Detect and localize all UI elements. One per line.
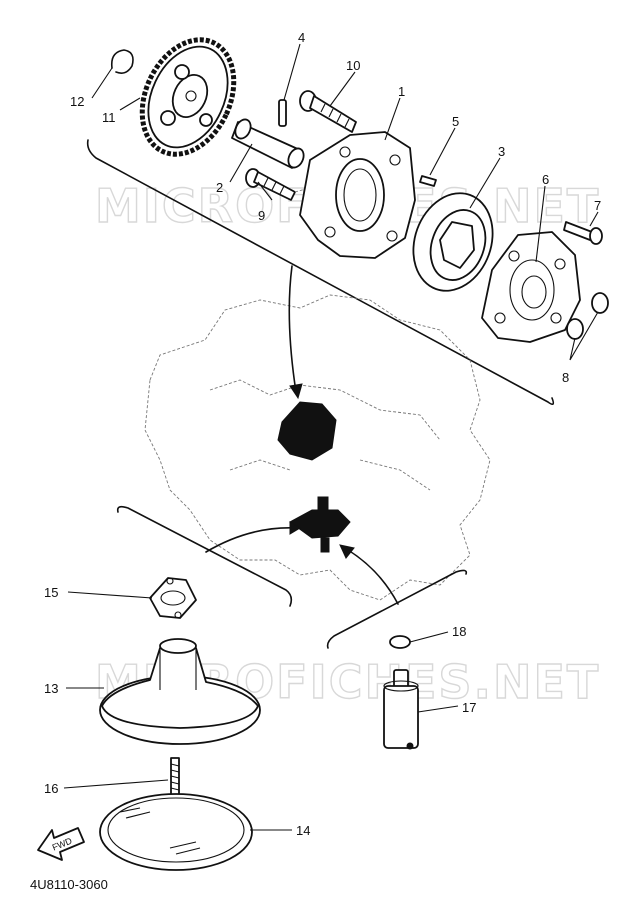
part-10-bolt [299,90,357,133]
callout-18: 18 [452,624,466,639]
forward-direction-arrow: FWD [37,827,85,861]
installed-pump-silhouette [277,401,337,461]
installed-strainer-silhouette [289,496,351,553]
part-12-clip [110,49,134,74]
callout-11: 11 [102,110,116,125]
lower-left-baseline [116,505,293,607]
upper-assembly-baseline [86,139,555,406]
part-6-pump-cover [481,231,581,343]
callout-2: 2 [216,180,223,195]
part-7-screw [563,221,603,245]
callout-9: 9 [258,208,265,223]
part-14-strainer-screen [99,793,253,871]
install-arrow-upper [288,265,297,393]
install-arrow-left-head [289,521,301,535]
part-5-pin [419,175,437,187]
callout-6: 6 [542,172,549,187]
part-8-o-rings [566,292,609,340]
part-18-o-ring [389,635,411,649]
install-arrow-right [347,549,399,605]
callout-13: 13 [44,681,58,696]
callout-leaders [63,43,599,831]
engine-case-inner-detail [209,379,441,491]
callout-5: 5 [452,114,459,129]
part-4-pin [278,99,287,127]
part-11-driven-gear [139,37,237,157]
diagram-code: 4U8110-3060 [30,877,108,892]
part-3-outer-rotor [412,192,494,292]
install-arrow-right-head [339,544,355,559]
install-arrow-upper-head [289,383,303,400]
callout-16: 16 [44,781,58,796]
part-13-strainer-housing [99,638,261,745]
part-1-pump-body [299,131,416,259]
callout-8: 8 [562,370,569,385]
part-17-relief-valve [383,669,419,750]
callout-10: 10 [346,58,360,73]
callout-4: 4 [298,30,305,45]
engine-case-outline [144,294,491,601]
part-2-shaft [231,118,305,169]
lower-right-baseline [326,569,468,649]
callout-17: 17 [462,700,476,715]
callout-7: 7 [594,198,601,213]
callout-3: 3 [498,144,505,159]
callout-12: 12 [70,94,84,109]
install-arrow-left [205,527,297,553]
callout-15: 15 [44,585,58,600]
part-15-gasket [149,577,197,619]
callout-14: 14 [296,823,310,838]
callout-1: 1 [398,84,405,99]
